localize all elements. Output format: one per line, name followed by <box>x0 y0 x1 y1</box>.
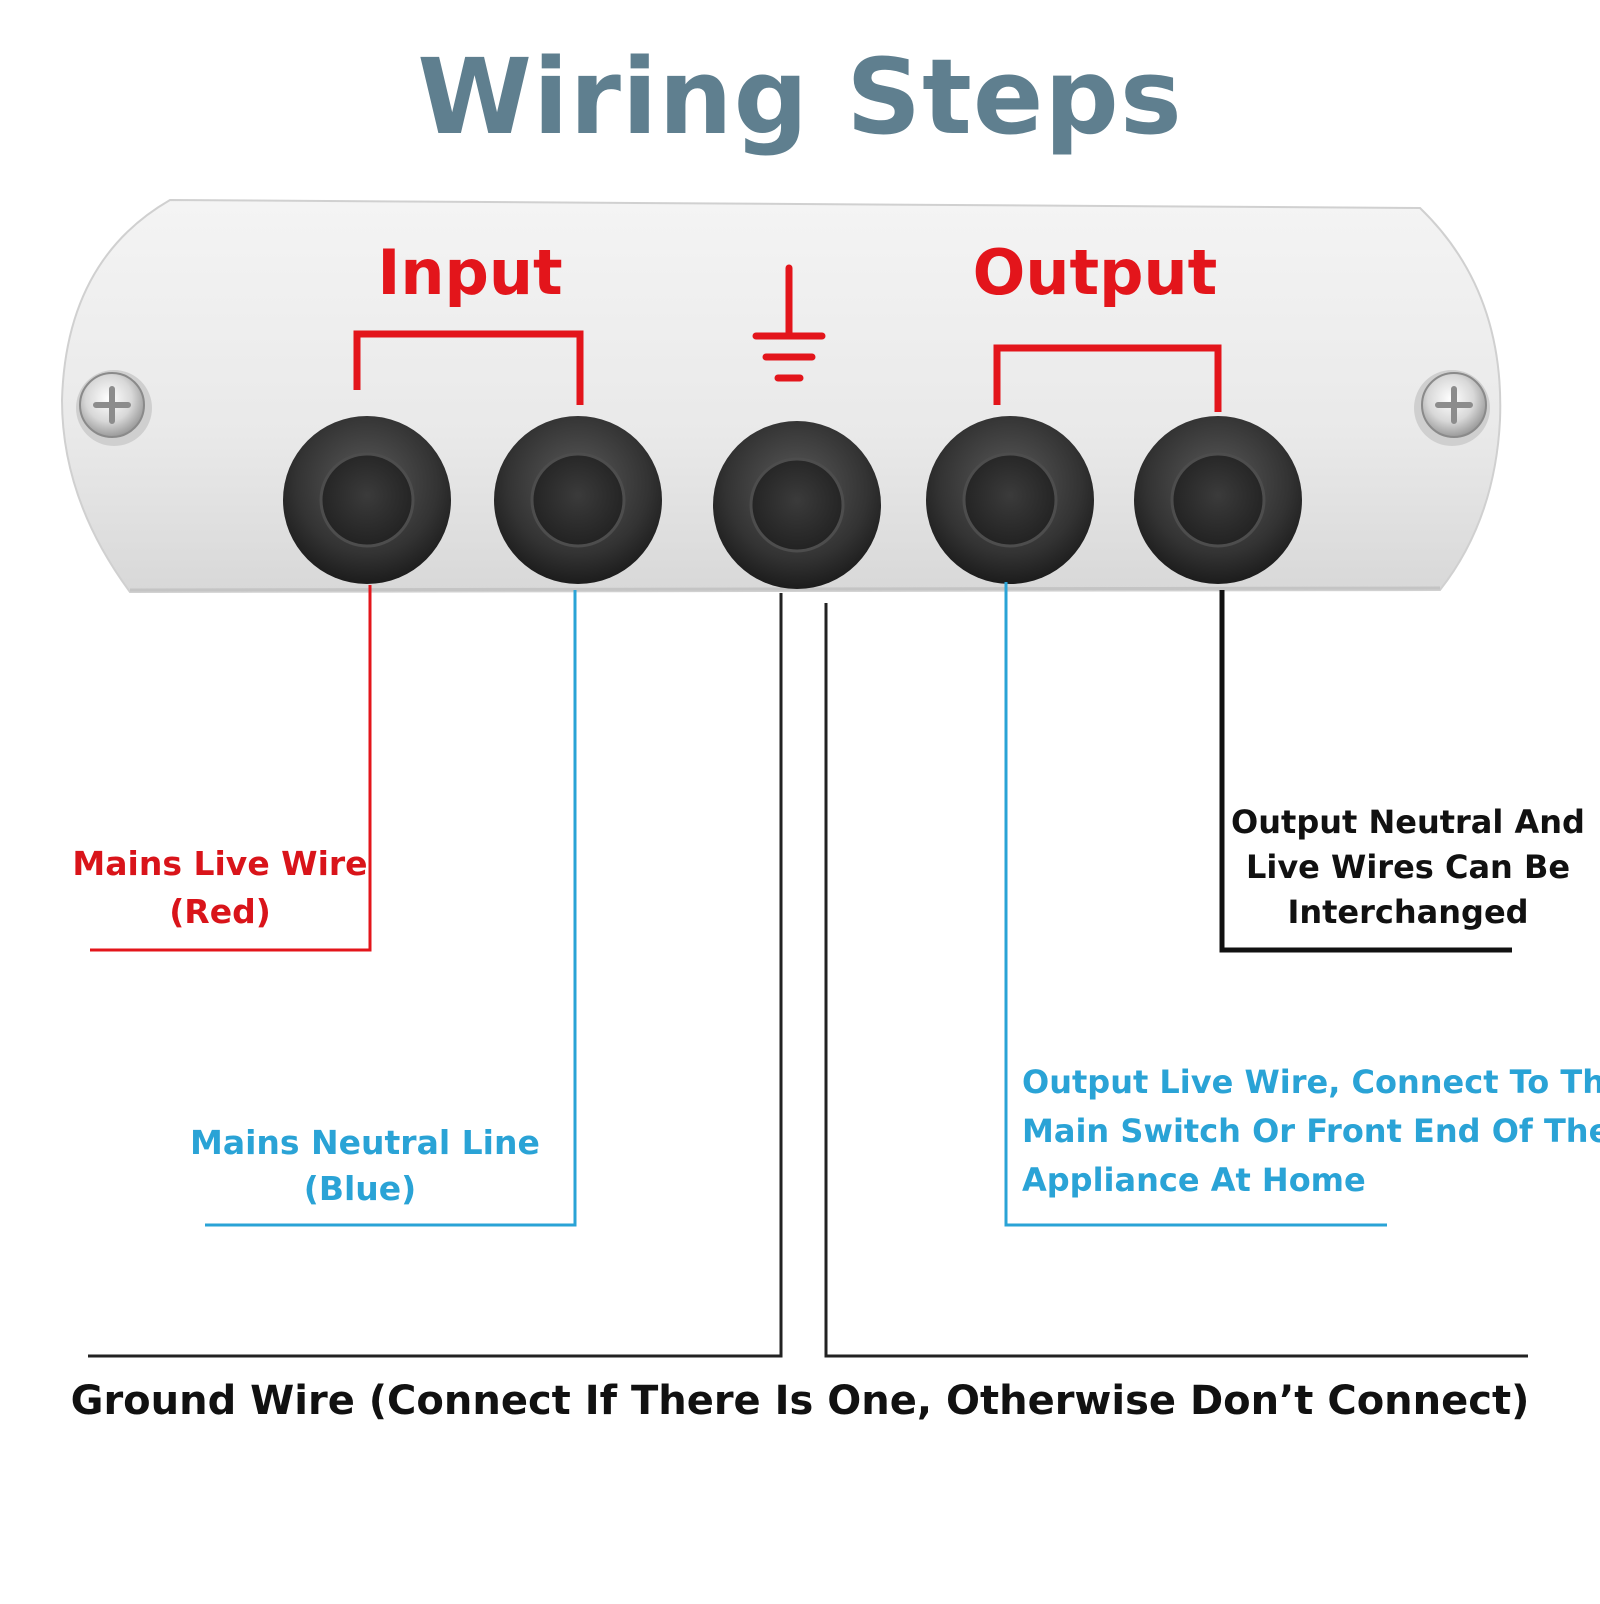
ground-wire-line-right <box>824 603 1528 1358</box>
output-neutral-live-note-line: Output Neutral And <box>1231 803 1585 841</box>
output-neutral-live-note-line: Interchanged <box>1287 893 1529 931</box>
mains-neutral-line-label-line: Mains Neutral Line <box>190 1123 540 1162</box>
screw-icon <box>76 370 152 446</box>
terminal-output-1 <box>926 416 1094 584</box>
output-live-wire-label-line: Main Switch Or Front End Of The <box>1022 1112 1600 1150</box>
mains-neutral-line-label: Mains Neutral Line (Blue) <box>190 1120 540 1212</box>
mains-neutral-line-label-line: (Blue) <box>303 1169 417 1208</box>
page-title: Wiring Steps <box>417 36 1183 158</box>
mains-neutral-wire-line <box>205 590 577 1227</box>
input-label: Input <box>377 236 563 309</box>
mains-live-wire-label: Mains Live Wire (Red) <box>70 840 370 936</box>
terminal-output-2 <box>1134 416 1302 584</box>
ground-wire-label: Ground Wire (Connect If There Is One, Ot… <box>70 1378 1530 1424</box>
ground-symbol-icon <box>752 264 826 382</box>
mains-live-wire-label-line: Mains Live Wire <box>72 844 368 883</box>
output-neutral-wire-line <box>1219 590 1512 953</box>
output-live-wire-line <box>1004 582 1387 1227</box>
screw-icon <box>1414 370 1490 446</box>
output-neutral-live-note: Output Neutral And Live Wires Can Be Int… <box>1228 800 1588 935</box>
input-bracket <box>353 330 584 405</box>
ground-wire-line-left <box>88 593 783 1358</box>
output-live-wire-label-line: Output Live Wire, Connect To The <box>1022 1063 1600 1101</box>
output-neutral-live-note-line: Live Wires Can Be <box>1245 848 1571 886</box>
terminal-ground <box>713 421 881 589</box>
mains-live-wire-line <box>90 585 372 952</box>
terminal-input-live <box>283 416 451 584</box>
output-live-wire-label: Output Live Wire, Connect To The Main Sw… <box>1022 1058 1600 1205</box>
mains-live-wire-label-line: (Red) <box>169 892 271 931</box>
terminal-input-neutral <box>494 416 662 584</box>
output-bracket <box>993 344 1222 412</box>
output-label: Output <box>972 236 1218 309</box>
output-live-wire-label-line: Appliance At Home <box>1022 1161 1366 1199</box>
